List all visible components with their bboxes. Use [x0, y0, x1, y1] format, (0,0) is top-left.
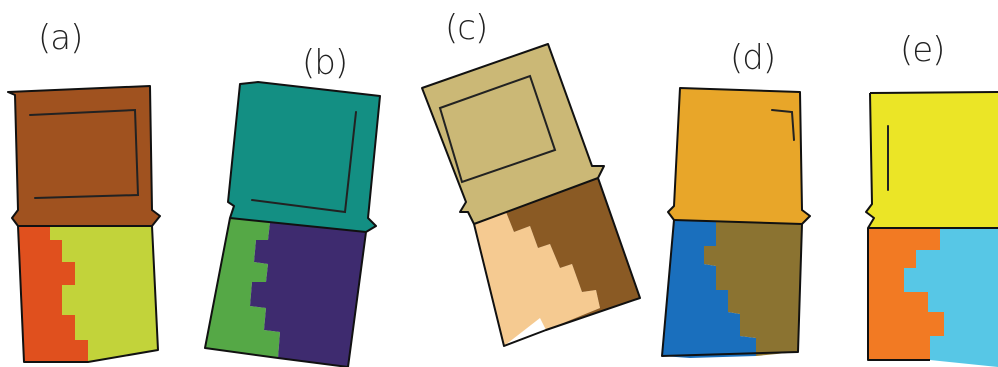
panel-b-top-region — [228, 82, 380, 232]
panel-e-top-region — [866, 92, 998, 228]
panel-d — [662, 88, 810, 358]
panel-d-top-region — [668, 88, 810, 224]
panel-b — [205, 82, 380, 367]
panel-c — [422, 44, 640, 346]
panel-e — [866, 92, 998, 367]
panel-a — [8, 86, 160, 362]
